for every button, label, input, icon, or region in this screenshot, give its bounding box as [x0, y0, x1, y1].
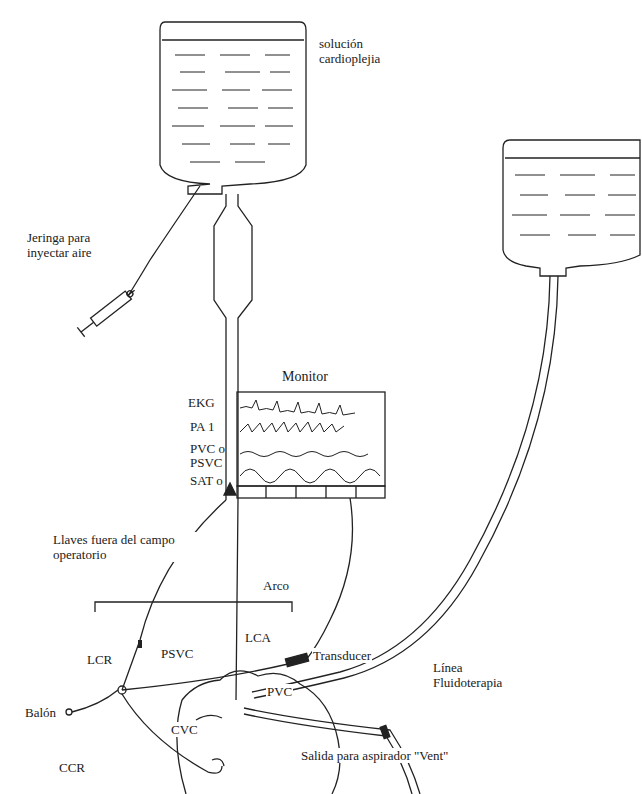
psvc-line: [122, 664, 288, 690]
arch-bracket: [95, 602, 292, 612]
monitor-cable: [306, 498, 353, 660]
signal-name: EKG: [188, 396, 232, 410]
vent-connector: [380, 725, 390, 738]
fluid-bag: [503, 140, 640, 276]
fluid-level: [162, 39, 304, 40]
ccr-line: [122, 694, 222, 773]
signal-name: PVC o PSVC: [190, 442, 234, 470]
signal-name: PA 1: [190, 420, 234, 434]
heart-outline: [177, 671, 340, 794]
signal-name: SAT o: [190, 474, 234, 488]
junction: [118, 686, 126, 694]
line-label: LCR: [86, 652, 113, 667]
clamp-note: Llaves fuera del campo operatorio: [52, 532, 204, 562]
fluid-level: [505, 157, 640, 158]
balloon: [66, 709, 72, 715]
arch-label: Arco: [262, 578, 290, 593]
cardioplegia-lines: [122, 500, 238, 700]
vent-label: Salida para aspirador "Vent": [300, 748, 449, 763]
monitor-title: Monitor: [282, 370, 328, 384]
transducer-label: Transducer: [312, 648, 372, 663]
cannula-tip: [212, 759, 224, 766]
monitor-buttons: [266, 486, 356, 498]
monitor-buttons: [237, 486, 385, 498]
line-label: Línea Fluidoterapia: [432, 660, 514, 690]
fluid-dashes: [512, 175, 636, 235]
cannula-label: CVC: [170, 722, 199, 737]
monitor-screen: [237, 392, 385, 486]
cardioplegia-bag: [160, 22, 306, 194]
fluid-therapy-line: [252, 276, 558, 698]
syringe-label: Jeringa para inyectar aire: [26, 230, 128, 260]
balloon-line: [72, 690, 118, 712]
balloon-label: Balón: [24, 705, 57, 720]
clamp: [138, 640, 142, 648]
syringe: [77, 285, 138, 336]
clamp: [224, 483, 236, 495]
air-line: [128, 186, 200, 296]
heart-detail: [196, 715, 222, 720]
monitor: MonitorEKG PA 1 PVC o PSVC SAT o: [182, 368, 386, 500]
transducer: [285, 653, 308, 666]
line-label: PSVC: [160, 646, 195, 661]
line-label: LCA: [244, 630, 272, 645]
monitor-traces: [240, 400, 380, 483]
bag-label: solución cardioplejia: [318, 36, 400, 66]
cannula-label: CCR: [58, 760, 86, 775]
line-label: PVC: [266, 684, 293, 699]
fluid-dashes: [172, 55, 293, 162]
